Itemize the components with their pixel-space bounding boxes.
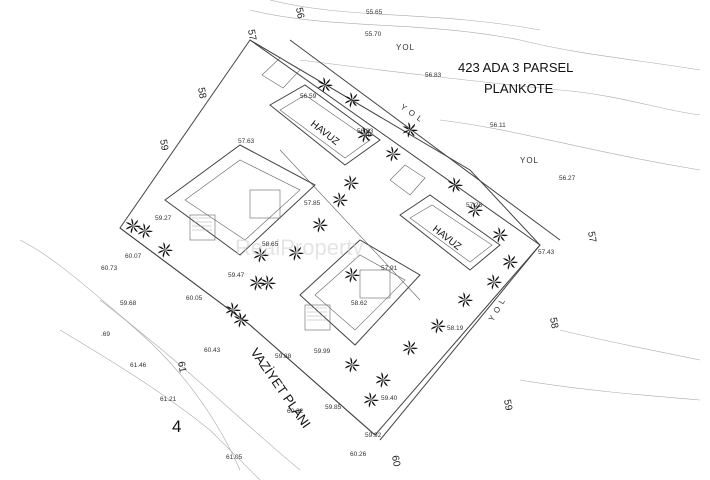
elevation: 56.59: [300, 93, 317, 100]
elevation: .69: [101, 331, 110, 338]
palm-tree-icon: [249, 275, 265, 291]
elevation: 61.05: [226, 454, 243, 461]
elevation: 60.07: [125, 253, 142, 260]
elevation: 55.70: [365, 31, 382, 38]
pool-label-2: HAVUZ: [430, 224, 463, 253]
contour-label: 60: [389, 455, 402, 468]
palm-tree-icon: [253, 247, 269, 263]
contour-labels: 56 57 58 59 57 58 59 60 61: [157, 7, 598, 468]
elevation: 57.91: [381, 265, 398, 272]
palm-tree-icon: [402, 340, 418, 356]
road-label-1: YOL: [396, 43, 415, 52]
road-label-4: Y O L: [487, 297, 507, 323]
elevation: 60.73: [101, 265, 118, 272]
palm-tree-icon: [288, 245, 304, 261]
palm-tree-icon: [125, 218, 141, 234]
title-line-1: 423 ADA 3 PARSEL: [458, 60, 573, 75]
road-label-3: Y O L: [399, 102, 425, 124]
palm-tree-icon: [157, 242, 173, 258]
palm-tree-icon: [312, 217, 328, 233]
elevation: 58.62: [351, 300, 368, 307]
contour-label: 58: [195, 87, 208, 100]
palm-tree-icon: [385, 146, 401, 162]
terrain-contours: [19, 0, 701, 480]
palm-tree-icon: [343, 175, 359, 191]
elevation-labels: 55.65 55.70 56.83 56.11 56.27 57.43 56.5…: [101, 9, 576, 461]
palm-tree-icon: [363, 392, 379, 408]
title-line-2: PLANKOTE: [484, 81, 554, 96]
elevation: 60.26: [350, 451, 367, 458]
elevation: 57.63: [238, 138, 255, 145]
contour-label: 59: [157, 139, 170, 152]
palm-tree-icon: [317, 77, 333, 93]
road-label-2: YOL: [520, 156, 539, 165]
block-number: 4: [172, 417, 181, 436]
palm-tree-icon: [344, 357, 360, 373]
palm-tree-icon: [492, 227, 508, 243]
parcel-boundary: [119, 39, 561, 441]
pool-label-1: HAVUZ: [308, 119, 341, 148]
elevation: 58.19: [447, 325, 464, 332]
contour-label: 61: [175, 361, 188, 374]
elevation: 57.85: [304, 200, 321, 207]
palm-tree-icon: [225, 302, 241, 318]
elevation: 59.92: [365, 432, 382, 439]
elevation: 57.43: [538, 249, 555, 256]
elevation: 59.99: [314, 348, 331, 355]
palm-tree-icon: [375, 372, 391, 388]
watermark: RealProperty: [235, 235, 363, 260]
elevation: 49: [364, 132, 372, 139]
contour-label: 56: [293, 7, 306, 20]
elevation: 61.46: [130, 362, 147, 369]
elevation: 59.85: [325, 404, 342, 411]
palm-tree-icon: [457, 292, 473, 308]
palm-tree-icon: [357, 127, 373, 143]
villa-plot-2: [299, 164, 501, 346]
elevation: 59.40: [381, 395, 398, 402]
elevation: 61.21: [160, 396, 177, 403]
palm-tree-icon: [486, 274, 502, 290]
contour-label: 57: [245, 29, 258, 42]
contour-label: 57: [585, 231, 598, 244]
elevation: 56.27: [559, 175, 576, 182]
elevation: 60.43: [204, 347, 221, 354]
palm-tree-icon: [233, 312, 249, 328]
palm-tree-icon: [332, 192, 348, 208]
palm-tree-icon: [467, 202, 483, 218]
palm-tree-icon: [447, 177, 463, 193]
elevation: 56.83: [425, 72, 442, 79]
elevation: 59.27: [155, 215, 172, 222]
elevation: 56.83: [357, 128, 374, 135]
elevation: 59.47: [228, 272, 245, 279]
palm-tree-icon: [402, 122, 418, 138]
elevation: 58.65: [262, 241, 279, 248]
trees: [125, 77, 518, 408]
elevation: 59.68: [120, 300, 137, 307]
palm-tree-icon: [137, 223, 153, 239]
elevation: 57.23: [466, 202, 483, 209]
palm-tree-icon: [260, 275, 276, 291]
elevation: 56.11: [490, 122, 506, 129]
elevation: 60.32: [287, 408, 304, 415]
palm-tree-icon: [502, 254, 518, 270]
palm-tree-icon: [430, 318, 446, 334]
elevation: 59.88: [275, 353, 292, 360]
elevation: 60.05: [186, 295, 203, 302]
palm-tree-icon: [344, 92, 360, 108]
elevation: 55.65: [366, 9, 383, 16]
contour-label: 58: [547, 317, 560, 330]
palm-tree-icon: [344, 267, 360, 283]
contour-label: 59: [501, 399, 514, 412]
villa-plot-1: [164, 57, 381, 256]
